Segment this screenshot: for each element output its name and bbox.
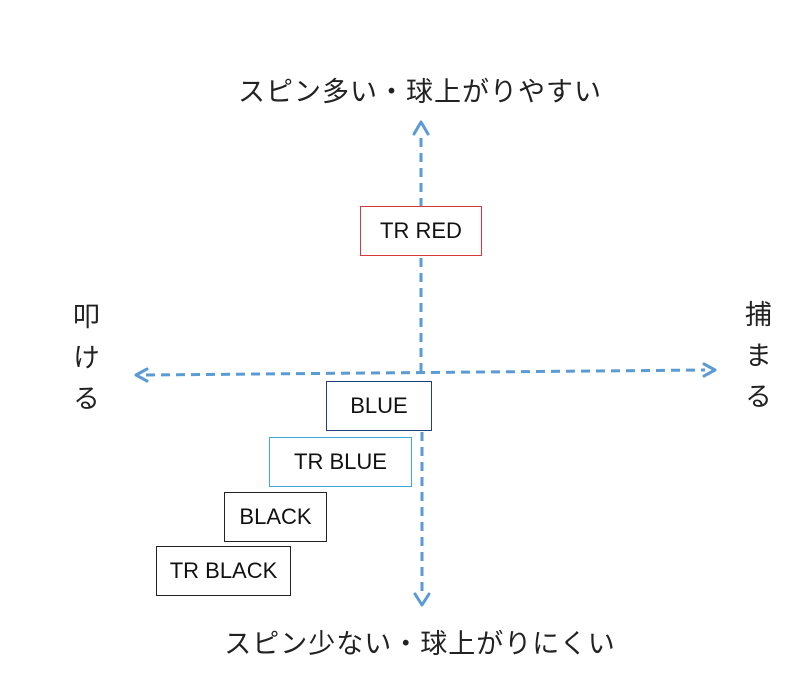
arrow-left-head: [134, 367, 149, 383]
axis-top-label: スピン多い・球上がりやすい: [238, 77, 602, 108]
model-box-tr-black: TR BLACK: [156, 546, 291, 596]
model-label: TR RED: [380, 218, 462, 243]
arrow-down-head: [413, 592, 431, 607]
model-box-tr-red: TR RED: [360, 206, 482, 256]
axis-right-label: 捕まる: [740, 300, 771, 423]
arrow-up-head: [412, 120, 430, 136]
model-box-black: BLACK: [224, 492, 327, 542]
model-label: BLUE: [350, 393, 408, 418]
axis-left-label: 叩ける: [68, 302, 99, 425]
arrow-right-head: [702, 362, 717, 378]
model-box-blue: BLUE: [326, 381, 432, 431]
axis-bottom-label: スピン少ない・球上がりにくい: [224, 629, 616, 660]
model-box-tr-blue: TR BLUE: [269, 437, 412, 487]
model-label: TR BLUE: [294, 449, 387, 474]
model-label: TR BLACK: [169, 558, 278, 583]
model-label: BLACK: [239, 504, 312, 529]
horizontal-axis-line: [145, 368, 706, 377]
